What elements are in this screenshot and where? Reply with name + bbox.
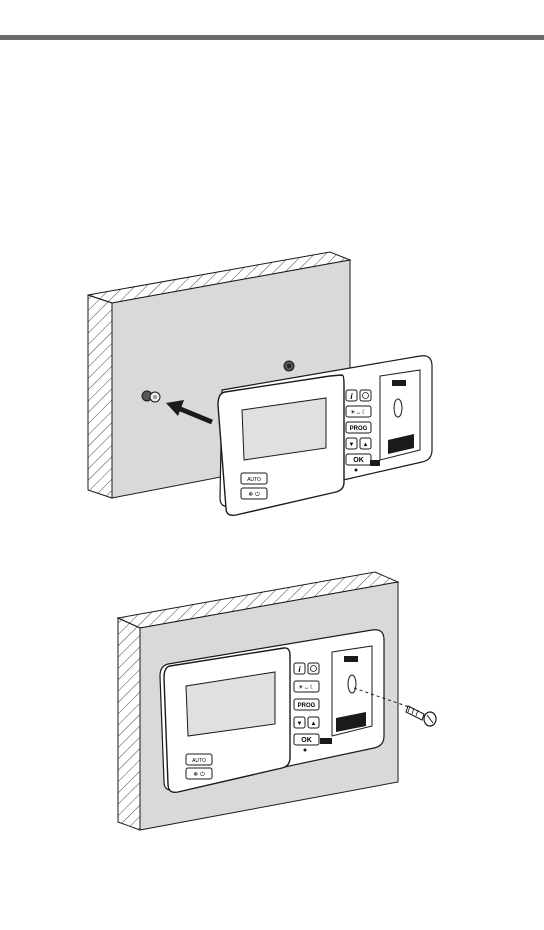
button-flake-power-label: ❄ ⏻ [248, 491, 260, 498]
button-flake-power-label: ❄ ⏻ [193, 771, 205, 778]
button-auto-label: AUTO [247, 477, 261, 483]
wall-side-edge [118, 618, 140, 830]
button-flake-power: ❄ ⏻ [186, 768, 212, 779]
wall-screw-upper [284, 361, 294, 371]
button-ok-label: OK [301, 737, 312, 744]
button-sun-moon-label: ☀↔☾ [350, 409, 367, 416]
button-prog: PROG [346, 422, 371, 433]
figure-mount-step-1: AUTO ❄ ⏻ i ☀↔☾ PROG ▼ ▲ OK [0, 240, 544, 530]
wall-screw-left [142, 391, 160, 402]
button-ok-label: OK [353, 457, 364, 464]
figure-mount-step-2: AUTO ❄ ⏻ i ☀↔☾ PROG ▼ ▲ OK [0, 560, 544, 850]
illustration-screw-fixing: AUTO ❄ ⏻ i ☀↔☾ PROG ▼ ▲ OK [0, 560, 544, 850]
button-sun-moon: ☀↔☾ [294, 681, 319, 692]
header-rule [0, 35, 544, 40]
button-up-label: ▲ [311, 721, 317, 727]
device-front [218, 375, 344, 515]
button-down-label: ▼ [349, 442, 355, 448]
button-sun-moon-label: ☀↔☾ [298, 684, 315, 691]
button-flake-power: ❄ ⏻ [241, 488, 267, 499]
button-prog: PROG [294, 699, 319, 710]
button-sun-moon: ☀↔☾ [346, 406, 371, 417]
illustration-attach-to-wall: AUTO ❄ ⏻ i ☀↔☾ PROG ▼ ▲ OK [0, 240, 544, 530]
button-auto-label: AUTO [192, 758, 206, 764]
button-auto: AUTO [186, 754, 212, 765]
button-auto: AUTO [241, 473, 267, 484]
wall-side-edge [88, 295, 112, 498]
button-prog-label: PROG [350, 426, 368, 432]
screw-icon [406, 706, 436, 726]
button-prog-label: PROG [298, 703, 316, 709]
button-up-label: ▲ [363, 442, 369, 448]
button-down-label: ▼ [297, 721, 303, 727]
